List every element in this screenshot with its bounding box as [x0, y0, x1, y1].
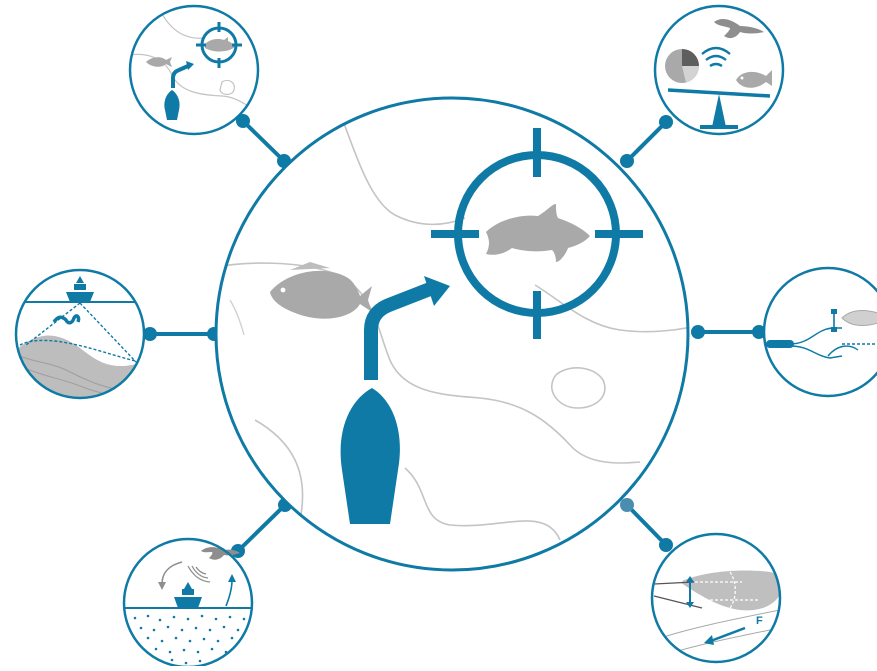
force-arrow-icon	[704, 626, 746, 645]
vessel-icon	[174, 582, 202, 608]
signal-waves-icon	[701, 46, 731, 68]
signal-waves-icon	[187, 565, 211, 583]
pie-chart-icon	[665, 49, 699, 83]
height-measure-icon	[686, 576, 694, 608]
satellite-top-right	[653, 4, 785, 136]
vessel-icon	[340, 388, 400, 524]
fish-icon	[270, 262, 372, 319]
bird-icon	[201, 547, 240, 560]
connector-bottom-left	[231, 498, 292, 558]
crosshair-target-icon	[196, 22, 242, 68]
connector-top-right	[620, 115, 673, 168]
satellite-left	[14, 268, 146, 400]
satellite-right	[762, 266, 877, 398]
vessel-icon	[66, 276, 94, 302]
satellite-top-left	[128, 4, 260, 136]
vessel-icon	[164, 90, 180, 120]
connector-right	[691, 325, 766, 339]
fish-icon	[736, 70, 772, 88]
bird-icon	[714, 19, 764, 39]
heading-arrow-icon	[364, 276, 450, 380]
fish-icon	[146, 57, 172, 67]
balance-scale-icon	[667, 88, 771, 129]
fish-school-icon	[52, 314, 81, 325]
satellite-bottom-left	[122, 537, 254, 669]
force-label: F	[756, 615, 763, 627]
crosshair-target-icon	[431, 128, 643, 339]
connector-top-left	[236, 114, 291, 168]
connectors	[143, 114, 766, 558]
satellite-bottom-right: F	[650, 532, 782, 664]
connector-left	[143, 327, 221, 341]
center-node	[214, 96, 690, 572]
connector-bottom-right	[620, 498, 673, 552]
